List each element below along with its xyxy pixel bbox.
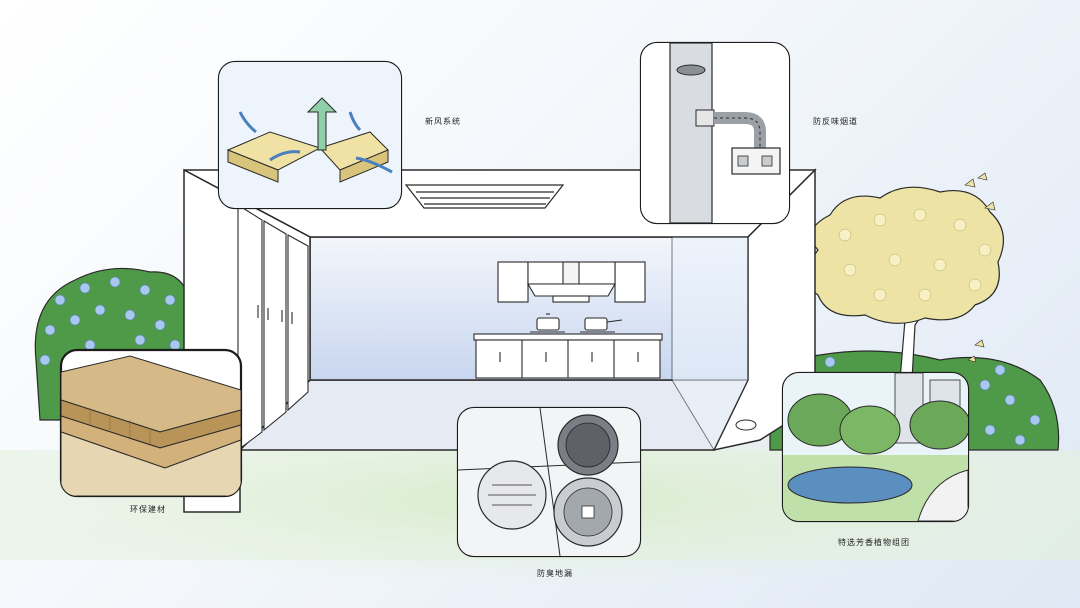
fresh-air-label: 新风系统 bbox=[425, 117, 461, 126]
anti-odor-flue-label: 防反味烟道 bbox=[813, 117, 858, 126]
fresh-air-system-inset bbox=[217, 60, 403, 210]
anti-odor-drain-label: 防臭地漏 bbox=[537, 569, 573, 578]
aromatic-garden-inset bbox=[781, 371, 970, 523]
eco-materials-inset bbox=[59, 348, 243, 498]
anti-odor-flue-inset bbox=[639, 41, 791, 225]
anti-odor-drain-inset bbox=[456, 406, 642, 558]
aromatic-garden-label: 特选芳香植物组团 bbox=[838, 538, 910, 547]
eco-materials-label: 环保建材 bbox=[130, 505, 166, 514]
